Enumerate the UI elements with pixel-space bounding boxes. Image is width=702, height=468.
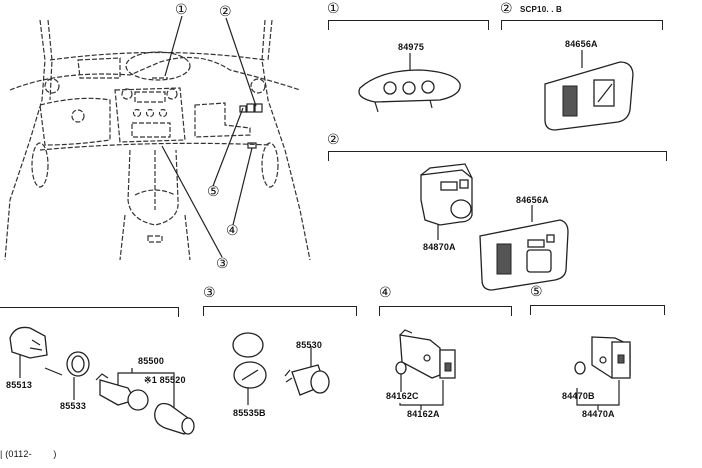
part-84162C-drawing: [395, 361, 407, 392]
group-2a-marker: ②: [500, 1, 513, 17]
group-lighter-bracket: [0, 307, 179, 317]
part-84470B-drawing: [574, 361, 586, 375]
overview-callout-1: ①: [175, 2, 188, 18]
footnote: | (0112- ): [0, 449, 57, 459]
part-84870A-drawing: [420, 163, 473, 240]
part-label-84656A: 84656A: [565, 39, 598, 49]
group-1-bracket: [328, 20, 489, 30]
part-85535B-drawing: [232, 332, 267, 405]
group-1-marker: ①: [327, 1, 340, 17]
part-85520-drawing: [154, 402, 195, 435]
part-label-84162A: 84162A: [407, 409, 440, 419]
part-84656A-2-drawing: [479, 205, 569, 291]
group-2a-bracket: [501, 20, 663, 30]
part-label-84870A: 84870A: [423, 242, 456, 252]
part-84470A-drawing: [576, 336, 631, 410]
part-84656A-drawing: [544, 50, 634, 131]
part-84975-drawing: [358, 53, 461, 113]
group-2b-bracket: [328, 151, 667, 161]
group-5-marker: ⑤: [530, 284, 543, 300]
part-label-84656A-2: 84656A: [516, 195, 549, 205]
overview-callout-5: ⑤: [207, 184, 220, 200]
part-85513-drawing: [9, 326, 48, 378]
overview-callout-3: ③: [216, 256, 229, 272]
group-4-marker: ④: [379, 285, 392, 301]
part-label-85535B: 85535B: [233, 408, 266, 418]
part-label-85520: ※1 85520: [144, 375, 186, 385]
part-label-85533: 85533: [60, 401, 87, 411]
part-label-84975: 84975: [398, 42, 425, 52]
part-85533-drawing: [44, 351, 90, 400]
group-2a-note: SCP10. . B: [520, 5, 563, 14]
group-2b-marker: ②: [327, 132, 340, 148]
part-label-85513: 85513: [6, 380, 33, 390]
part-label-84470B: 84470B: [562, 391, 595, 401]
group-3-bracket: [203, 306, 357, 316]
part-85500-drawing: [95, 368, 175, 411]
part-85530-drawing: [284, 346, 330, 396]
overview-callout-2: ②: [219, 4, 232, 20]
group-5-bracket: [530, 305, 665, 315]
car-interior-overview: [4, 15, 311, 261]
part-label-84470A: 84470A: [582, 409, 615, 419]
part-label-85500: 85500: [138, 356, 165, 366]
part-label-84162C: 84162C: [386, 391, 419, 401]
part-label-85530: 85530: [296, 340, 323, 350]
overview-callout-4: ④: [226, 223, 239, 239]
part-84162A-drawing: [399, 329, 456, 410]
group-4-bracket: [379, 306, 512, 316]
group-3-marker: ③: [203, 285, 216, 301]
